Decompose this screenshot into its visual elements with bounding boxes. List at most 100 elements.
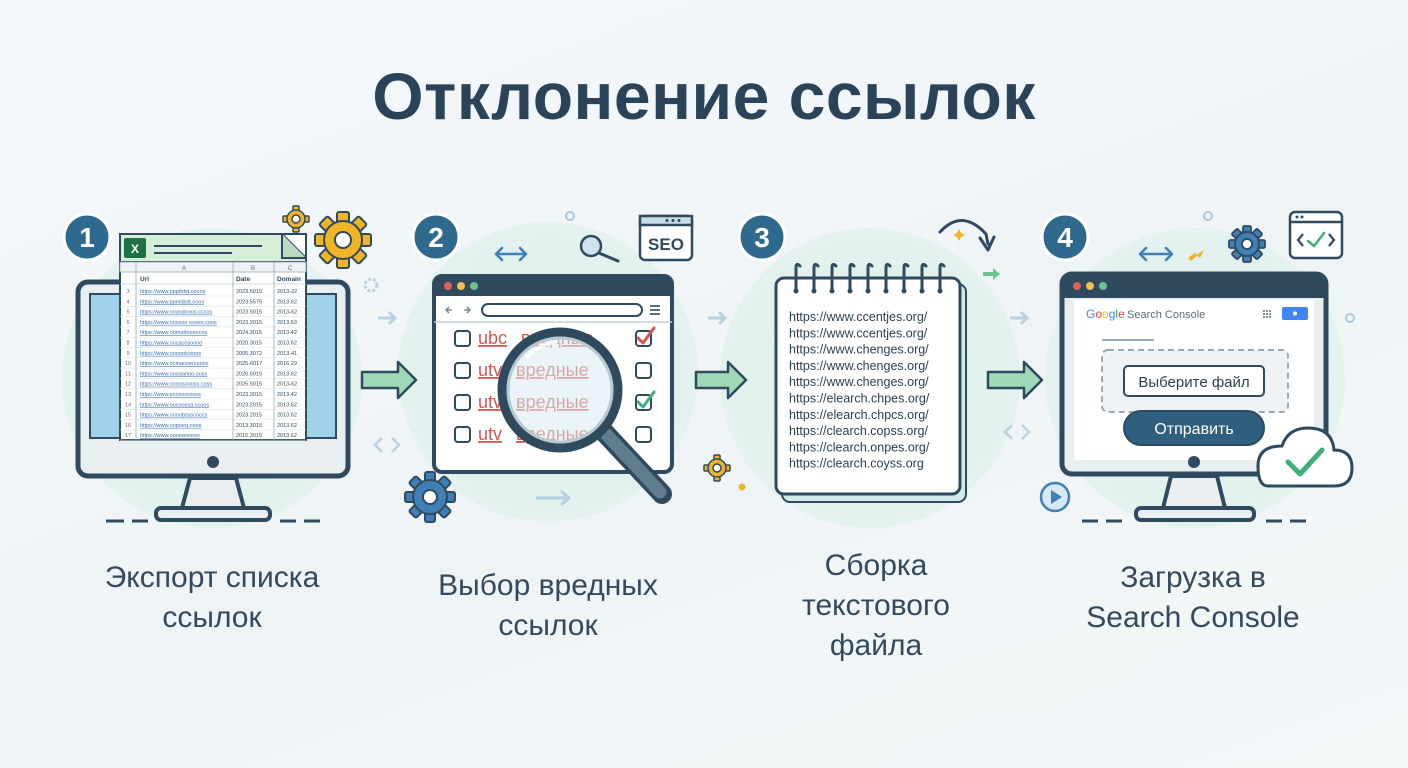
empty-checkbox[interactable] bbox=[635, 362, 652, 379]
sheet-domain-cell: 2013.62 bbox=[277, 433, 297, 439]
step-number: 2 bbox=[428, 222, 444, 253]
notepad-url-line: https://clearch.copss.org/ bbox=[789, 424, 928, 438]
link-checkbox[interactable] bbox=[454, 426, 471, 443]
sparkle-icon bbox=[953, 229, 965, 241]
sheet-date-cell: 2023.2015 bbox=[236, 413, 262, 419]
sheet-row-number: 4 bbox=[126, 299, 129, 305]
link-checkbox[interactable] bbox=[454, 362, 471, 379]
sheet-row-number: 7 bbox=[126, 330, 129, 336]
step-label-line: Search Console bbox=[1086, 601, 1300, 634]
notepad-url-line: https://elearch.chpes.org/ bbox=[789, 392, 930, 406]
sheet-domain-cell: 2013.63 bbox=[277, 320, 297, 326]
sheet-url-cell: https://www.ooasdooos.cccos bbox=[140, 310, 212, 316]
sheet-date-cell: 2024.3015 bbox=[236, 330, 262, 336]
gear-icon bbox=[314, 211, 372, 269]
sheet-url-cell: https://www.ppmldott.ooos bbox=[140, 299, 204, 305]
sheet-row-number: 8 bbox=[126, 341, 129, 347]
sheet-url-cell: https://www.ocmaceercooos bbox=[140, 361, 209, 367]
sheet-date-cell: 2020.3015 bbox=[236, 341, 262, 347]
gear-icon bbox=[703, 454, 731, 482]
sheet-row-number: 17 bbox=[125, 433, 131, 439]
search-console-product: Search Console bbox=[1127, 309, 1205, 321]
sheet-domain-cell: 2013-22 bbox=[277, 289, 297, 295]
sheet-column-letter: A bbox=[182, 266, 186, 272]
step-label-line: Сборка bbox=[824, 549, 928, 582]
sheet-date-cell: 2023.2015 bbox=[236, 402, 262, 408]
sheet-date-cell: 2005.3072 bbox=[236, 351, 262, 357]
notepad-url-line: https://www.chenges.org/ bbox=[789, 359, 929, 373]
step-label-4: Загрузка в Search Console bbox=[1043, 558, 1343, 638]
sheet-domain-cell: 2013.62 bbox=[277, 423, 297, 429]
sheet-url-cell: https://www.oooaanoo.ooss bbox=[140, 371, 208, 377]
checked-checkbox[interactable] bbox=[635, 326, 656, 347]
sheet-row-number: 11 bbox=[125, 371, 131, 377]
sheet-row-number: 5 bbox=[126, 310, 129, 316]
sheet-url-cell: https://www.oopoeq.ooos bbox=[140, 423, 202, 429]
step-label-line: Загрузка в bbox=[1120, 561, 1266, 594]
sheet-url-cell: https://www.oomattooeocos bbox=[140, 330, 208, 336]
play-icon[interactable] bbox=[1039, 481, 1071, 513]
link-checkbox[interactable] bbox=[454, 394, 471, 411]
search-icon bbox=[579, 234, 620, 263]
sheet-domain-cell: 2013.42 bbox=[277, 330, 297, 336]
sheet-date-cell: 2015.3015 bbox=[236, 433, 262, 439]
notepad-url-line: https://elearch.chpcs.org/ bbox=[789, 408, 929, 422]
sheet-header-cell: Date bbox=[236, 276, 250, 283]
sheet-date-cell: 2013.3015 bbox=[236, 423, 262, 429]
choose-file-button[interactable]: Выберите файл bbox=[1123, 365, 1265, 397]
notepad-url-line: https://www.ccentjes.org/ bbox=[789, 326, 928, 340]
submit-button[interactable]: Отправить bbox=[1123, 410, 1265, 446]
badge-step-1: 1 bbox=[62, 212, 112, 262]
empty-checkbox[interactable] bbox=[635, 426, 652, 443]
sheet-row-number: 15 bbox=[125, 413, 131, 419]
sheet-domain-cell: 2013.62 bbox=[277, 299, 297, 305]
binder-ring-icon bbox=[812, 262, 820, 292]
sheet-row-number: 6 bbox=[126, 320, 129, 326]
notepad-document: https://www.ccentjes.org/https://www.cce… bbox=[774, 262, 967, 503]
sheet-url-cell: https://www.oocacosoooo bbox=[140, 341, 202, 347]
arrow-icon bbox=[360, 360, 418, 400]
sheet-row-number: 13 bbox=[125, 392, 131, 398]
google-logo: Google bbox=[1086, 307, 1125, 321]
sheet-date-cell: 2025.5015 bbox=[236, 382, 262, 388]
decor-dot bbox=[565, 211, 575, 221]
sheet-date-cell: 2023.5015 bbox=[236, 310, 262, 316]
step-number: 1 bbox=[79, 222, 95, 253]
notepad-url-line: https://clearch.coyss.org bbox=[789, 457, 924, 471]
binder-ring-icon bbox=[866, 262, 874, 292]
sheet-domain-cell: 2013.62 bbox=[277, 402, 297, 408]
sheet-header-cell: Url bbox=[140, 276, 149, 283]
sheet-domain-cell: 2013-62 bbox=[277, 310, 297, 316]
gear-icon bbox=[282, 205, 310, 233]
arrow-icon bbox=[1188, 250, 1204, 261]
checked-checkbox[interactable] bbox=[635, 390, 656, 411]
binder-ring-icon bbox=[884, 262, 892, 292]
sheet-url-cell: https://www.eccooorosos bbox=[140, 392, 201, 398]
svg-text:X: X bbox=[131, 242, 139, 256]
arrow-icon bbox=[986, 360, 1044, 400]
choose-file-label: Выберите файл bbox=[1138, 374, 1249, 391]
step-label-line: ссылок bbox=[162, 601, 262, 634]
sheet-header-cell: Domain bbox=[277, 276, 301, 283]
menu-icon bbox=[650, 305, 660, 315]
page-title: Отклонение ссылок bbox=[372, 59, 1036, 133]
gear-icon bbox=[1228, 225, 1266, 263]
sheet-domain-cell: 2013.62 bbox=[277, 413, 297, 419]
badge-step-3: 3 bbox=[737, 212, 787, 262]
binder-ring-icon bbox=[830, 262, 838, 292]
sheet-date-cell: 2025-6017 bbox=[236, 361, 262, 367]
cloud-check-icon bbox=[1256, 426, 1354, 488]
excel-icon: X bbox=[124, 238, 146, 258]
link-checkbox[interactable] bbox=[454, 330, 471, 347]
sheet-domain-cell: 2016.29 bbox=[277, 361, 297, 367]
arrow-icon bbox=[983, 268, 1000, 280]
account-button[interactable] bbox=[1282, 307, 1308, 320]
sheet-domain-cell: 2013.62 bbox=[277, 371, 297, 377]
sheet-row-number: 16 bbox=[125, 423, 131, 429]
